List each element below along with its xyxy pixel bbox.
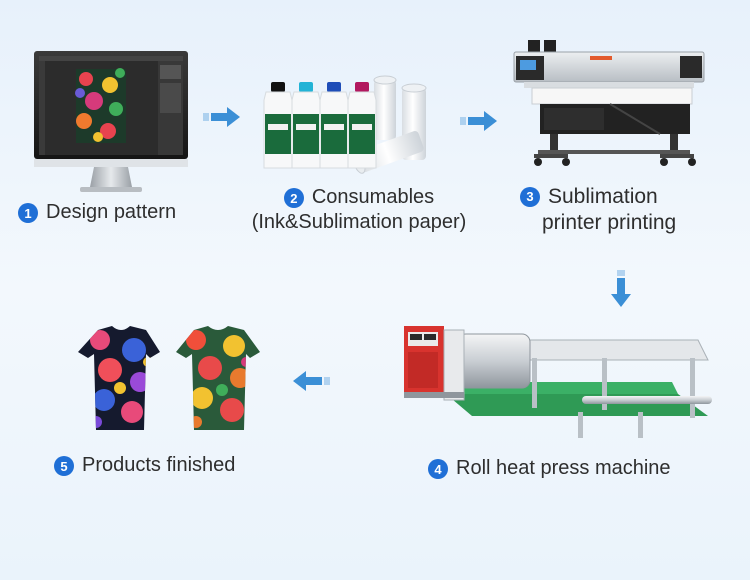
step-4-title: Roll heat press machine [456, 457, 671, 479]
step-3-subtitle: printer printing [542, 211, 677, 234]
step-4-number-badge: 4 [428, 459, 448, 479]
roll-heat-press-machine-image [402, 320, 720, 442]
step-4-label: 4 Roll heat press machine [428, 456, 671, 481]
arrow-right-2 [460, 110, 498, 132]
step-2-label: 2 Consumables (Ink&Sublimation paper) [238, 185, 480, 235]
step-1-label: 1 Design pattern [18, 200, 176, 225]
arrow-down [610, 270, 632, 308]
arrow-right-1 [203, 106, 241, 128]
step-2-number-badge: 2 [283, 188, 304, 208]
ink-bottles-and-paper-image [262, 74, 444, 176]
step-1-number-badge: 1 [18, 203, 38, 223]
step-3-title: Sublimation [548, 185, 658, 208]
step-5-number-badge: 5 [54, 456, 74, 476]
step-5-title: Products finished [82, 454, 236, 476]
monitor-image [32, 49, 190, 197]
step-3-number-badge: 3 [520, 187, 540, 207]
step-3-label: 3 Sublimation printer printing [520, 184, 676, 236]
arrow-left [292, 370, 330, 392]
step-1-title: Design pattern [46, 201, 177, 223]
step-2-subtitle: (Ink&Sublimation paper) [251, 211, 467, 233]
printed-tshirts-image [76, 326, 268, 432]
step-5-label: 5 Products finished [54, 453, 235, 478]
sublimation-printer-image [510, 38, 710, 168]
step-2-title: Consumables [311, 186, 435, 208]
